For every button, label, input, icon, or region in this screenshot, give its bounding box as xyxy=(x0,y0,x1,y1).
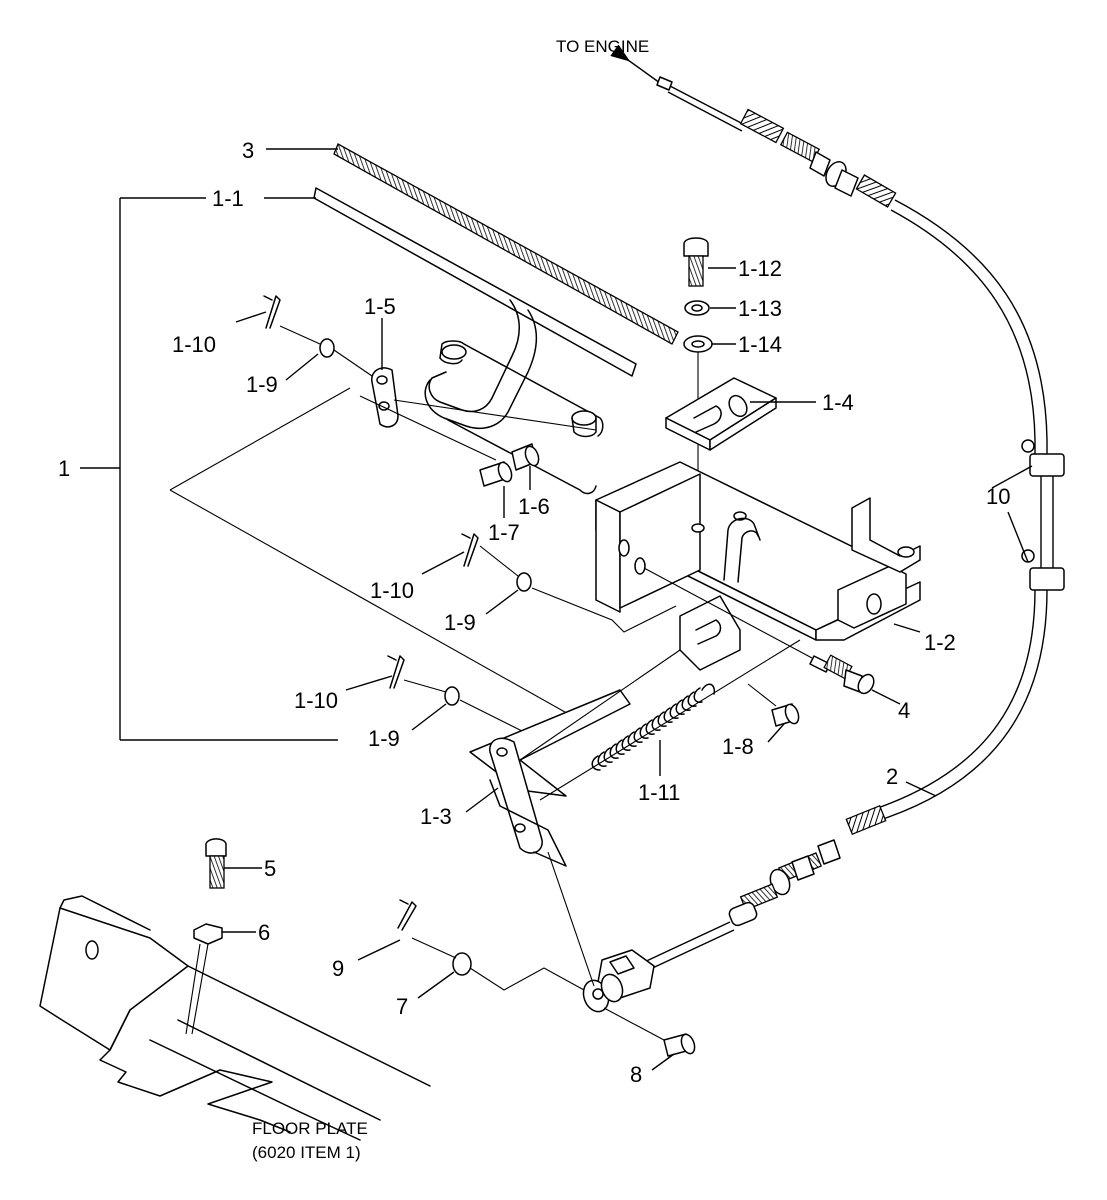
pedal-rod xyxy=(313,187,637,495)
callout-3: 3 xyxy=(242,138,254,163)
callout-1-9-b: 1-9 xyxy=(444,610,476,635)
washer-1-9-a xyxy=(319,338,335,358)
spring-1-11 xyxy=(591,683,716,771)
callout-1-3: 1-3 xyxy=(420,804,452,829)
cable-nut-upper-2 xyxy=(834,169,859,197)
cotter-pin-1-10-c xyxy=(387,655,405,689)
cable-clamp-lower xyxy=(1021,549,1065,591)
callout-10: 10 xyxy=(986,484,1010,509)
callout-1-9-a: 1-9 xyxy=(246,372,278,397)
nut-6 xyxy=(193,923,223,945)
callout-1-2: 1-2 xyxy=(924,630,956,655)
cable-end-cap xyxy=(656,76,673,91)
lever-1-3 xyxy=(469,639,801,867)
note-floor-plate-line2: (6020 ITEM 1) xyxy=(252,1143,361,1162)
callout-1-13: 1-13 xyxy=(738,296,782,321)
pedal-support-1-2 xyxy=(595,461,921,641)
callout-1-10-b: 1-10 xyxy=(370,578,414,603)
arrow-to-engine xyxy=(610,44,661,84)
note-to-engine: TO ENGINE xyxy=(556,37,649,56)
callout-2: 2 xyxy=(886,764,898,789)
pin-8 xyxy=(663,1033,696,1057)
callout-7: 7 xyxy=(396,994,408,1019)
cable-clamp-upper xyxy=(1021,439,1065,477)
washer-1-9-c xyxy=(444,686,460,706)
cable-upper-end: TO ENGINE xyxy=(556,37,1048,470)
cable-knurl-lower xyxy=(845,804,887,836)
cotter-pin-1-10-b xyxy=(461,533,479,567)
bracket-1-4 xyxy=(665,377,777,451)
cable-lever-tab xyxy=(679,595,741,671)
callout-1-12: 1-12 xyxy=(738,256,782,281)
callout-1-8: 1-8 xyxy=(722,734,754,759)
callout-1-4: 1-4 xyxy=(822,390,854,415)
callout-1-10-c: 1-10 xyxy=(294,688,338,713)
cotter-pin-1-10-a xyxy=(263,295,281,329)
callout-1-9-c: 1-9 xyxy=(368,726,400,751)
washer-7 xyxy=(452,952,472,976)
washer-1-9-b xyxy=(516,572,532,592)
callout-6: 6 xyxy=(258,920,270,945)
cable-lower-run xyxy=(639,589,1048,973)
bolt-4 xyxy=(809,654,875,695)
floor-plate xyxy=(39,895,431,1141)
callout-1-5: 1-5 xyxy=(364,294,396,319)
bracket-1-5 xyxy=(371,367,399,428)
callout-4: 4 xyxy=(898,698,910,723)
pin-1-8 xyxy=(771,703,800,727)
bolt-5 xyxy=(205,838,227,889)
cable-knurl-upper-2 xyxy=(855,174,897,208)
cable-nut-upper-1 xyxy=(809,151,831,177)
clevis xyxy=(582,949,655,1013)
callout-9: 9 xyxy=(332,956,344,981)
cable-ferrule xyxy=(728,901,758,927)
pin-1-7 xyxy=(479,461,513,487)
pedal-pad xyxy=(333,143,679,345)
callout-5: 5 xyxy=(264,856,276,881)
pin-1-6 xyxy=(511,443,540,471)
callout-1-6: 1-6 xyxy=(518,494,550,519)
bolt-1-12 xyxy=(683,237,709,287)
cotter-pin-9 xyxy=(397,899,417,931)
cable-knurl-upper xyxy=(739,108,785,144)
callout-8: 8 xyxy=(630,1062,642,1087)
callout-1-7: 1-7 xyxy=(488,520,520,545)
note-floor-plate-line1: FLOOR PLATE xyxy=(252,1119,368,1138)
callout-1: 1 xyxy=(58,456,70,481)
callout-1-1: 1-1 xyxy=(212,186,244,211)
callout-1-10-a: 1-10 xyxy=(172,332,216,357)
pedal-bushing-top xyxy=(441,344,467,360)
cable-nut-lower-2 xyxy=(791,855,815,881)
callout-1-11: 1-11 xyxy=(638,780,680,805)
cable-nut-lower-1 xyxy=(817,839,841,865)
callout-1-14: 1-14 xyxy=(738,332,782,357)
